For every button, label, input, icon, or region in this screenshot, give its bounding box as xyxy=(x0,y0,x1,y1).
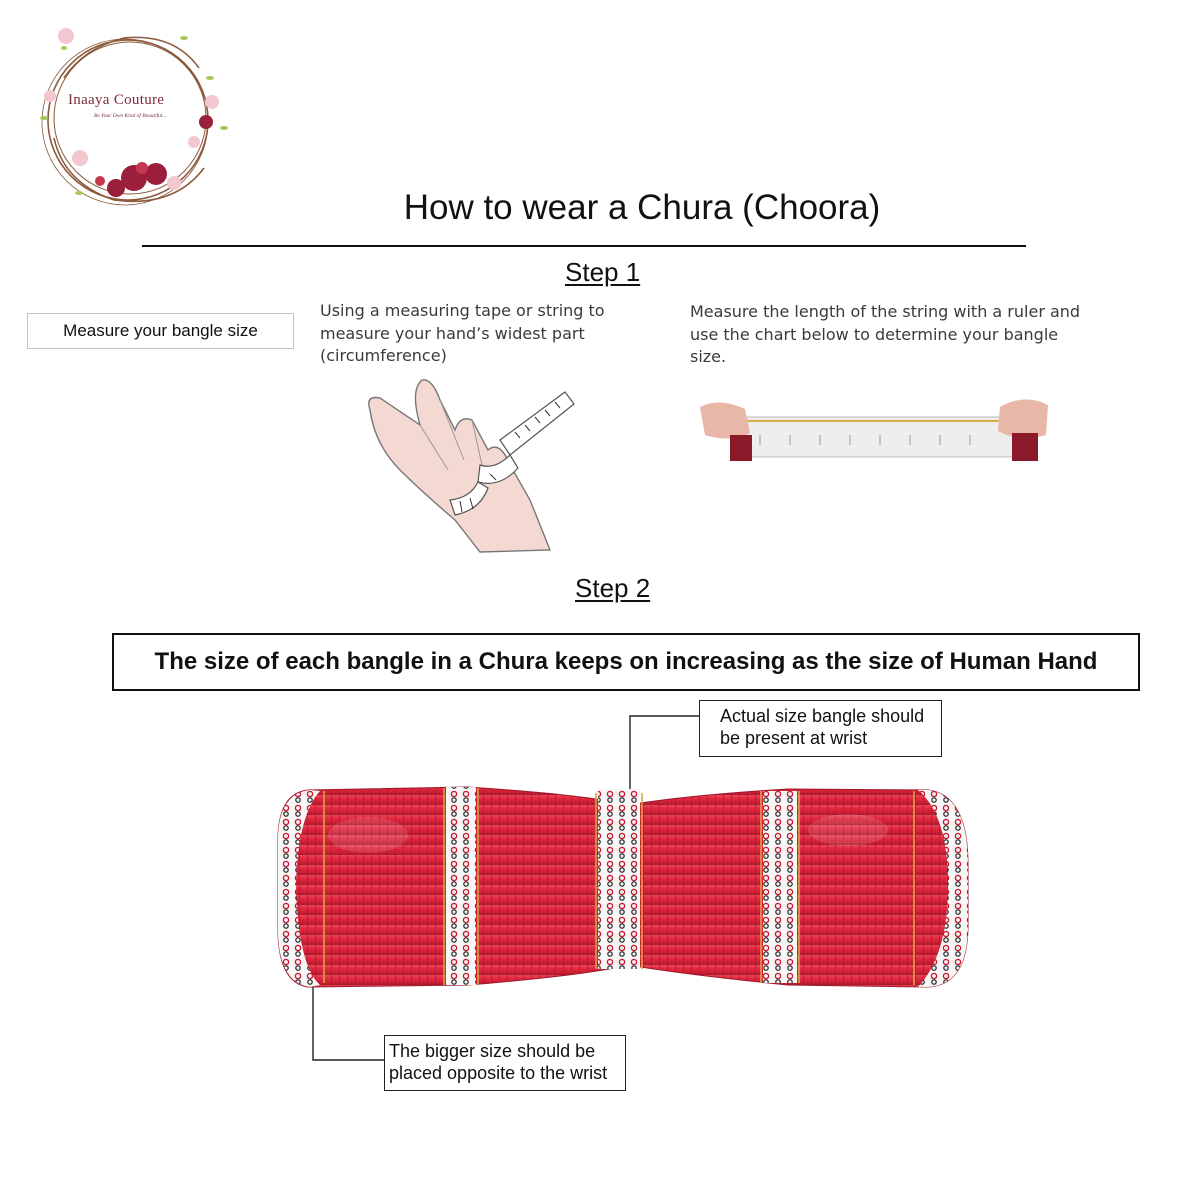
title-divider xyxy=(142,245,1026,247)
brand-name: Inaaya Couture xyxy=(68,92,165,108)
page-title: How to wear a Chura (Choora) xyxy=(403,188,881,227)
brand-tagline: Be Your Own Kind of Beautiful... xyxy=(94,113,167,119)
step1-heading: Step 1 xyxy=(565,257,641,287)
callout-wrist-size: Actual size bangle should be present at … xyxy=(699,700,942,757)
measure-bangle-size-label: Measure your bangle size xyxy=(27,313,294,349)
step2-headline: The size of each bangle in a Chura keeps… xyxy=(112,633,1140,691)
floral-wreath-logo xyxy=(40,28,228,206)
step2-heading: Step 2 xyxy=(575,573,651,603)
callout-bigger-size: The bigger size should be placed opposit… xyxy=(384,1035,626,1091)
ruler-string-photo xyxy=(700,399,1048,461)
chura-bangle-set-photo xyxy=(277,786,969,988)
instruction-ruler: Measure the length of the string with a … xyxy=(690,302,1081,366)
hand-measuring-tape-illustration xyxy=(368,379,575,553)
instruction-measure-hand: Using a measuring tape or string to meas… xyxy=(320,301,605,365)
